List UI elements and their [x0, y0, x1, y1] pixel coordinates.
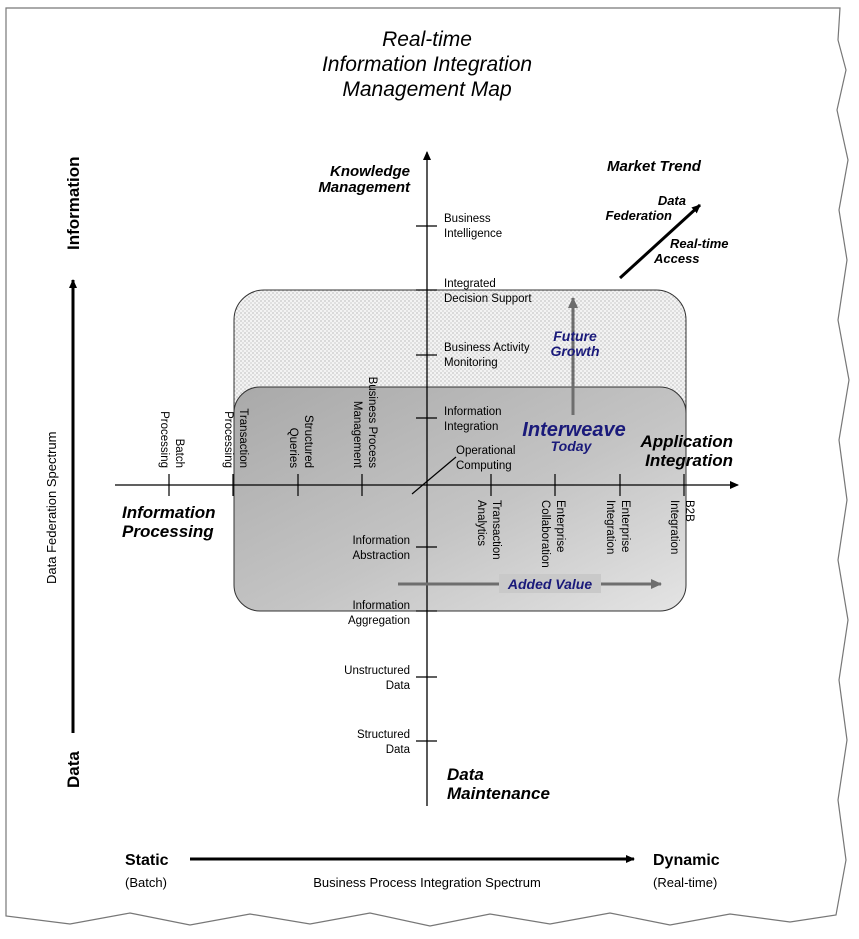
side-axis-bottom-label: Data: [64, 751, 83, 788]
market-trend-title: Market Trend: [607, 158, 702, 175]
title-line-3: Management Map: [342, 78, 511, 101]
today-label: Today: [551, 438, 593, 454]
title-line-1: Real-time: [382, 28, 472, 51]
interweave-label: Interweave: [522, 419, 625, 441]
market-trend-arrow: [618, 203, 702, 280]
horizontal-axis-ticks: [168, 474, 685, 496]
label-business-process-management: Business ProcessManagement: [351, 377, 378, 469]
title-line-2: Information Integration: [322, 53, 532, 76]
operational-computing-diagonal: [411, 456, 457, 495]
side-axis-top-label: Information: [64, 157, 83, 251]
interweave-today-region: [233, 386, 687, 612]
bottom-axis-left-sublabel: (Batch): [125, 875, 167, 890]
label-enterprise-collaboration: EnterpriseCollaboration: [539, 500, 566, 568]
side-axis-label: Data Federation Spectrum: [44, 432, 59, 584]
label-structured-queries: StructuredQueries: [287, 415, 314, 468]
label-enterprise-integration: EnterpriseIntegration: [604, 500, 631, 554]
label-transaction-analytics: TransactionAnalytics: [475, 500, 502, 560]
vertical-axis-ticks: [416, 225, 437, 742]
bottom-axis-right-label: Dynamic: [653, 852, 720, 869]
bottom-axis-left-label: Static: [125, 852, 169, 869]
bottom-axis-label: Business Process Integration Spectrum: [313, 875, 541, 890]
added-value-label-bg: [499, 574, 601, 593]
label-b2b-integration: B2BIntegration: [668, 500, 695, 554]
label-batch-processing: BatchProcessing: [158, 411, 185, 468]
added-value-label: Added Value: [507, 576, 592, 592]
label-transaction-processing: TransactionProcessing: [222, 408, 249, 468]
bottom-axis-right-sublabel: (Real-time): [653, 875, 717, 890]
